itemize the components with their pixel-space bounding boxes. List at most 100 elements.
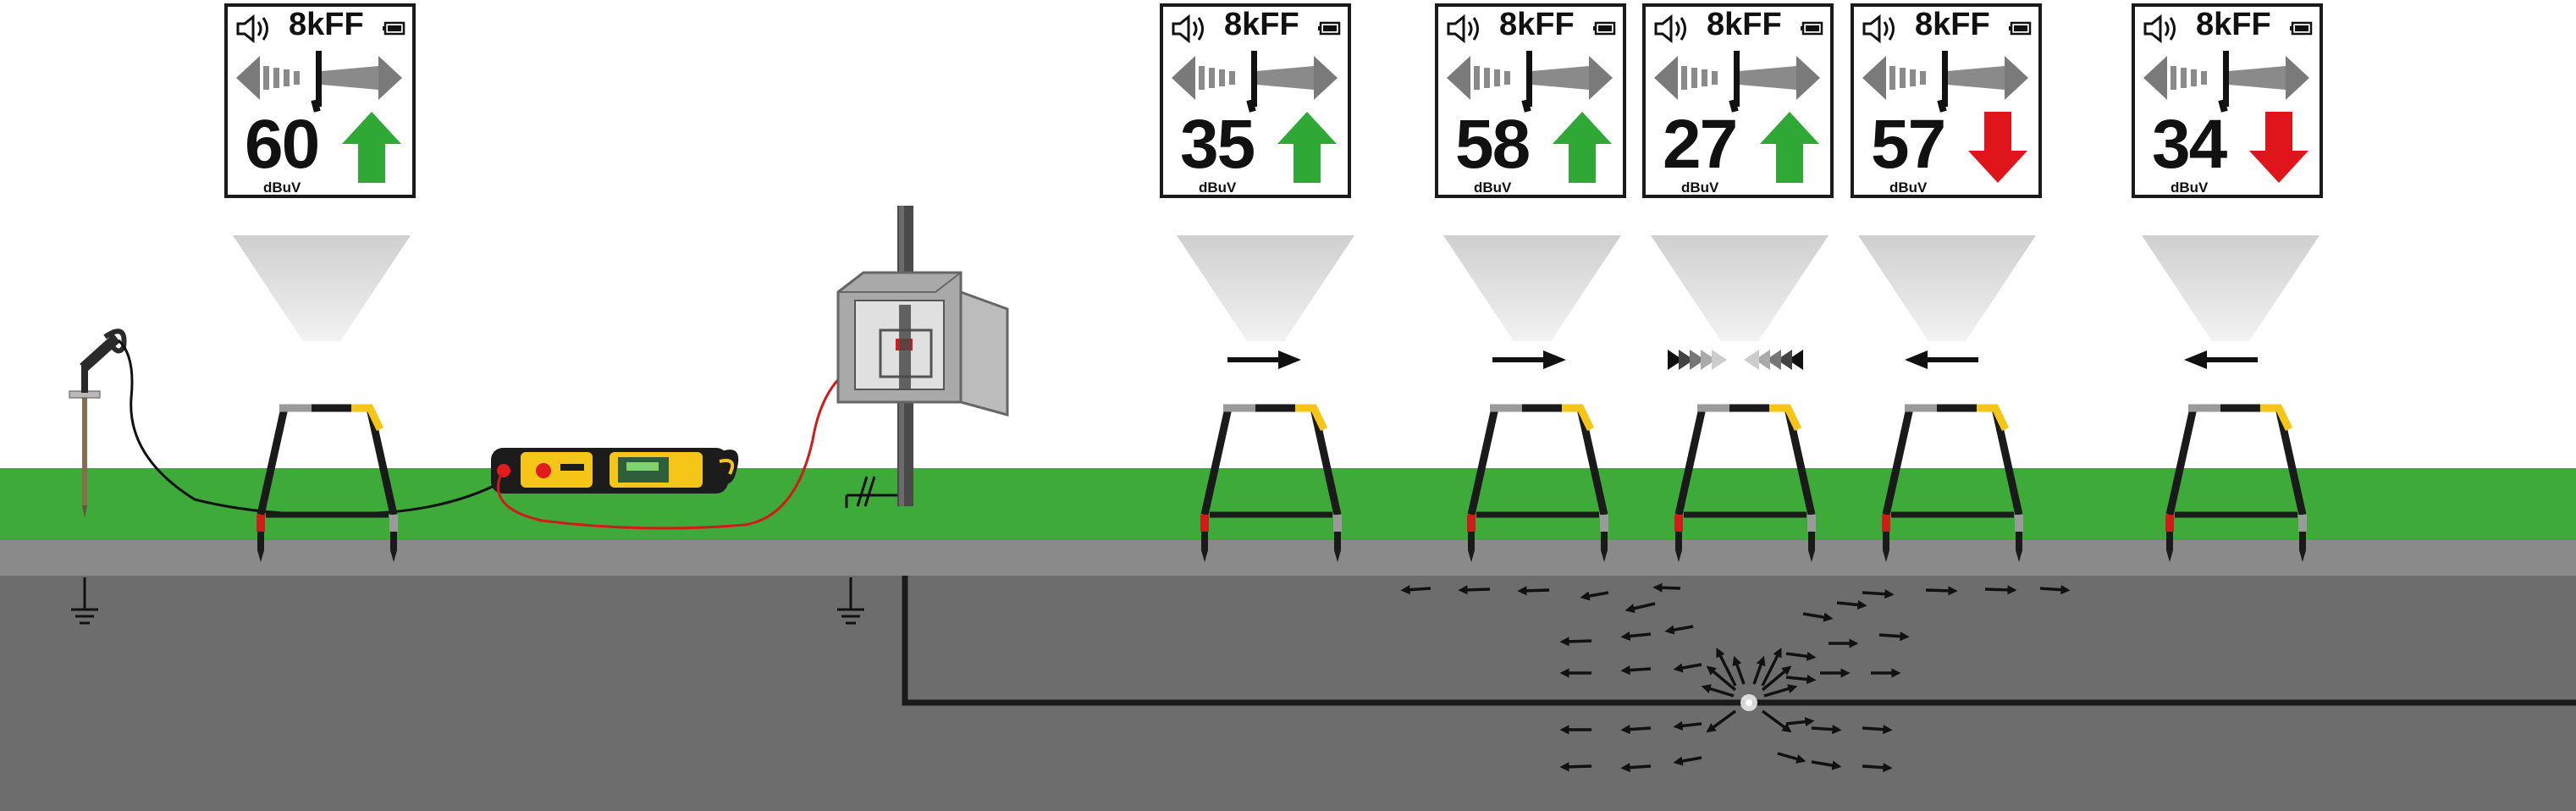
battery-icon	[1801, 21, 1823, 36]
a-frame-receiver	[2165, 404, 2307, 562]
unit-label: dBuV	[2171, 179, 2209, 196]
field-arrow	[1763, 684, 1798, 698]
field-arrow	[1761, 709, 1792, 733]
speaker-icon	[1862, 14, 1895, 44]
speaker-icon	[236, 14, 268, 44]
signal-beam	[233, 235, 411, 341]
field-arrow	[1716, 647, 1737, 687]
signal-lead	[496, 347, 905, 530]
battery-icon	[1318, 21, 1341, 36]
ground-symbol-icon	[837, 577, 864, 625]
unit-label: dBuV	[1199, 179, 1237, 196]
speaker-icon	[1172, 14, 1204, 44]
field-arrow	[1559, 637, 1592, 647]
field-arrow	[1862, 725, 1893, 735]
transmitter-device	[491, 448, 739, 494]
frequency-label: 8kFF	[2196, 7, 2271, 42]
field-arrow	[1624, 602, 1656, 614]
signal-beams	[233, 235, 2320, 341]
frequency-label: 8kFF	[1707, 7, 1782, 42]
topsoil-layer	[0, 540, 2576, 576]
field-arrow	[1836, 599, 1867, 610]
field-arrow	[1620, 763, 1652, 773]
buried-cable	[902, 576, 2576, 706]
field-arrow	[1732, 655, 1746, 685]
field-arrow	[1673, 720, 1702, 731]
field-arrow	[1559, 762, 1592, 772]
signal-reading: 58	[1455, 106, 1531, 183]
a-frame-receiver	[1674, 404, 1816, 562]
up-arrow-icon	[1553, 112, 1612, 183]
battery-icon	[383, 21, 405, 36]
speaker-icon	[2143, 14, 2176, 44]
frequency-label: 8kFF	[1224, 7, 1299, 42]
field-arrow	[1785, 651, 1817, 661]
up-arrow-icon	[342, 112, 401, 183]
up-arrow-icon	[1760, 112, 1819, 183]
speaker-icon	[1654, 14, 1686, 44]
ground-symbol-icon	[71, 577, 98, 625]
field-arrow	[1701, 684, 1735, 698]
field-arrow	[1706, 709, 1737, 733]
unit-label: dBuV	[1681, 179, 1719, 196]
panel-graphics	[1654, 14, 1823, 183]
field-arrow	[1802, 612, 1834, 622]
field-arrow	[1673, 756, 1702, 766]
battery-icon	[2009, 21, 2032, 36]
ground-lead	[117, 339, 505, 516]
signal-beam	[1858, 235, 2036, 341]
field-arrow	[1620, 725, 1652, 735]
field-arrow	[1862, 763, 1893, 773]
a-frame-receiver	[1882, 404, 2023, 562]
left-arrow-icon	[2184, 350, 2207, 369]
field-arrow	[1777, 752, 1807, 764]
underground-layer	[0, 576, 2576, 811]
field-arrow	[1761, 647, 1782, 687]
direction-gauge-icon	[1862, 51, 2028, 113]
null-indicator-icon	[1668, 350, 1803, 370]
a-frame-receivers	[256, 404, 2307, 562]
direction-indicators	[1227, 350, 2258, 370]
field-arrow	[1811, 725, 1842, 735]
signal-beam	[2142, 235, 2320, 341]
fault-field-arrows	[1400, 582, 2071, 773]
cable-fault-point	[1740, 694, 1757, 711]
panel-graphics	[1172, 14, 1341, 183]
field-arrow	[1862, 589, 1895, 599]
a-frame-receiver	[256, 404, 398, 562]
field-arrow	[1785, 674, 1817, 685]
field-arrow	[2039, 585, 2071, 595]
direction-gauge-icon	[1172, 51, 1338, 113]
field-arrow	[1620, 631, 1652, 642]
signal-reading: 27	[1663, 106, 1738, 183]
unit-label: dBuV	[263, 179, 301, 196]
direction-gauge-icon	[1447, 51, 1613, 113]
field-arrow	[1664, 625, 1694, 635]
signal-reading: 57	[1871, 106, 1946, 183]
junction-box	[836, 271, 1009, 417]
signal-beam	[1177, 235, 1354, 341]
right-arrow-icon	[1278, 350, 1301, 369]
field-arrow	[1925, 586, 1958, 596]
field-arrow	[1811, 760, 1842, 770]
direction-gauge-icon	[1654, 51, 1820, 113]
signal-reading: 35	[1180, 106, 1255, 183]
frequency-label: 8kFF	[1499, 7, 1575, 42]
panel-graphics	[236, 14, 405, 183]
panel-graphics	[2143, 14, 2313, 183]
signal-reading: 34	[2152, 106, 2227, 183]
field-arrow	[1400, 585, 1431, 595]
frequency-label: 8kFF	[289, 7, 364, 42]
down-arrow-icon	[1968, 112, 2027, 183]
field-arrow	[1580, 591, 1609, 601]
signal-reading: 60	[245, 106, 320, 183]
left-arrow-icon	[1905, 350, 1928, 369]
panel-graphics	[1862, 14, 2032, 183]
